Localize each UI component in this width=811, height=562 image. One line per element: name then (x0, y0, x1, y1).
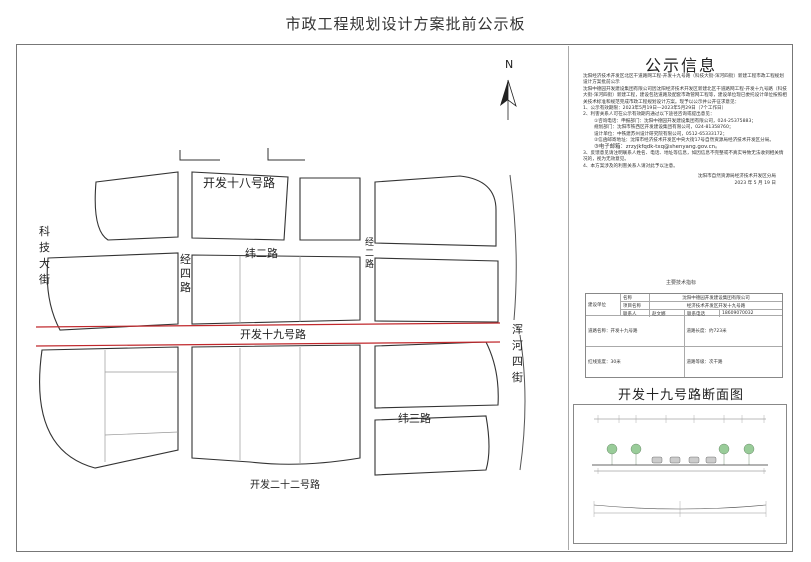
table-cell: 赵文娜 (650, 310, 685, 317)
road-label-wei2: 纬二路 (245, 247, 278, 260)
boundary-mark (267, 148, 305, 161)
notice-item: 4、本方案涉及的利害关系人请对此予以注意。 (583, 163, 678, 169)
block (39, 346, 179, 469)
table-title: 主要技术指标 (665, 280, 696, 286)
table-row: 道路名称：开发十九号路 道路长度：约723米 (586, 316, 782, 347)
page-title: 市政工程规划设计方案批前公示板 (285, 15, 526, 33)
sign-org: 沈阳市自然资源局经济技术开发区分局 (697, 174, 776, 180)
road-label-hunhe4: 浑河四街 (512, 323, 523, 384)
contact-email: ③电子邮箱：zrzyjkfqdk-txq@shenyang.gov.cn。 (594, 144, 721, 151)
table-cell: 道路名称：开发十九号路 (586, 316, 685, 346)
road-label-jing2: 经二路 (365, 238, 375, 270)
block (191, 344, 361, 465)
table-cell: 名称 (621, 294, 650, 301)
cross-section-drawing (573, 404, 787, 544)
road-label-kaifa19: 开发十九号路 (240, 328, 306, 341)
table-cell: 沈阳中德园开发建设集团有限公司 (682, 295, 750, 301)
notice-intro: 沈阳经济技术开发区北区干道路网工程-开发十九号路（科技大街-浑河四街）新建工程市… (583, 74, 784, 86)
board-divider (568, 46, 569, 550)
notice-text: 沈阳经济技术开发区北区干道路网工程-开发十九号路（科技大街-浑河四街）新建工程市… (574, 74, 788, 187)
section-title: 开发十九号路断面图 (617, 388, 744, 403)
table-cell: 联系电话 (685, 310, 720, 317)
block (374, 257, 499, 323)
sign-date: 2023 年 5 月 19 日 (734, 180, 776, 186)
table-cell: 道路长度：约723米 (686, 329, 727, 334)
table-cell: 项目名称 (621, 302, 650, 309)
table-cell: 经济技术开发区开发十九号路 (686, 303, 746, 309)
car-icon (651, 456, 717, 464)
contact-line: 规划部门：沈阳市铁西区开发建设集团有限公司，024-81358760； (594, 125, 734, 131)
north-arrow-icon (500, 79, 517, 120)
block (374, 341, 499, 409)
block (374, 415, 490, 476)
cross-section-svg (592, 415, 768, 517)
road-label-keji: 科技大街 (39, 225, 50, 286)
boundary-mark (179, 150, 220, 161)
tree-icon (606, 443, 755, 465)
block (94, 171, 179, 241)
road-label-jing4: 经四路 (180, 253, 191, 294)
table-row: 建设单位 名称 沈阳中德园开发建设集团有限公司 项目名称 经济技术开发区开发十九… (586, 294, 782, 317)
kaifa19-road-red-line (35, 322, 501, 347)
road-label-wei3: 纬三路 (398, 412, 431, 425)
block (191, 171, 289, 241)
notice-item: 2、利害关系人可在公示有效期内通过以下途径咨询或提出意见： (583, 112, 715, 118)
road-label-kaifa18: 开发十八号路 (203, 176, 276, 190)
table-cell: 18609070032 (722, 311, 754, 316)
notice-item: 1、公示有效期限：2023年5月19日—2023年5月29日（7个工作日） (583, 106, 727, 112)
notice-body: 沈阳中德园开发建设集团有限公司因沈阳经济技术开发区新建北区干道路网工程-开发十九… (583, 86, 787, 105)
indicator-table: 建设单位 名称 沈阳中德园开发建设集团有限公司 项目名称 经济技术开发区开发十九… (585, 293, 783, 378)
road-plan-map (35, 79, 526, 476)
notice-board (16, 44, 793, 552)
notice-title: 公示信息 (644, 56, 717, 75)
table-cell: 红线宽度：30米 (586, 347, 685, 377)
table-cell: 建设单位 (586, 294, 621, 315)
table-cell: 道路等级：次干路 (686, 360, 723, 365)
notice-item: 3、反馈意见请注明联系人姓名、电话、地址等信息，如因信息不完整或不真实导致无法收… (583, 150, 784, 163)
block (46, 252, 179, 331)
block (299, 177, 361, 241)
contact-line: 设计单位：中铁建苏州设计研究院有限公司，0512-65333172； (594, 131, 728, 137)
contact-line: ①咨询电话：申报部门：沈阳中德园开发建设集团有限公司，024-25375883； (594, 118, 756, 124)
contact-line: ②信函邮寄地址：沈阳市经济技术开发区中央大街17号自然资源局经济技术开发区分局。 (594, 138, 774, 144)
north-label: N (505, 58, 514, 71)
table-cell: 联系人 (621, 310, 650, 317)
block (374, 175, 497, 247)
road-label-kaifa22: 开发二十二号路 (250, 480, 320, 491)
block (191, 254, 361, 325)
table-row: 红线宽度：30米 道路等级：次干路 (586, 347, 782, 377)
